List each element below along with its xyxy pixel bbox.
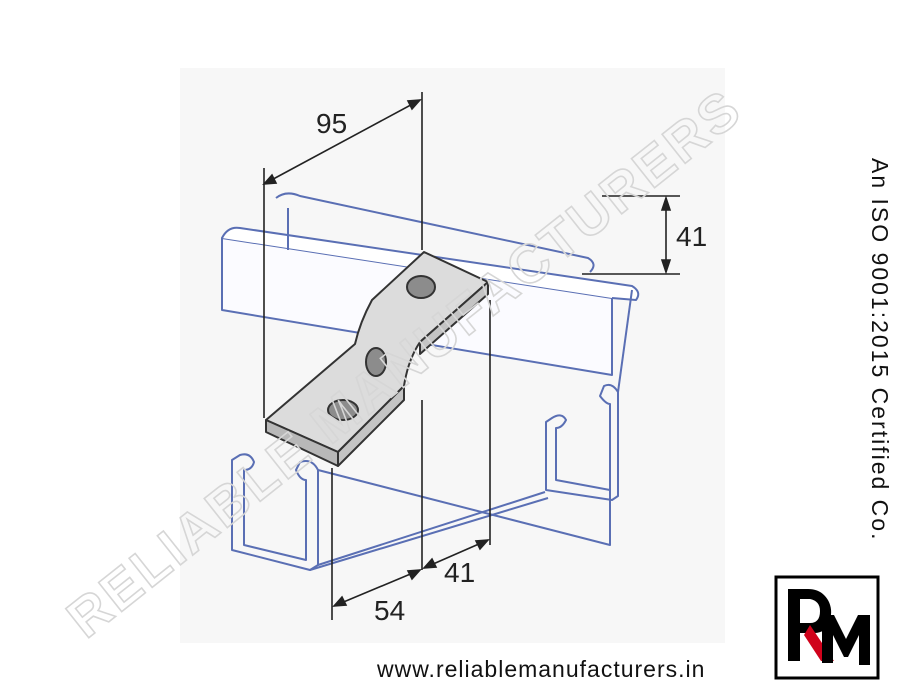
company-logo — [774, 575, 880, 680]
drawing-backdrop — [180, 68, 725, 643]
dimension-label-channel-height: 41 — [676, 221, 707, 252]
certification-text: An ISO 9001:2015 Certified Co. — [867, 158, 893, 542]
dimension-label-top-width: 95 — [316, 108, 347, 139]
right-channel-end — [545, 289, 633, 501]
bolt-hole — [406, 275, 436, 299]
logo-letters — [788, 589, 870, 665]
dimension-lines — [262, 92, 680, 620]
bolt-hole — [327, 399, 359, 421]
bolt-hole — [365, 347, 387, 377]
website-url[interactable]: www.reliablemanufacturers.in — [377, 656, 706, 682]
dimension-label-channel-width: 41 — [444, 557, 475, 588]
dimension-label-leg-length: 54 — [374, 595, 405, 626]
z-bracket — [265, 251, 489, 467]
